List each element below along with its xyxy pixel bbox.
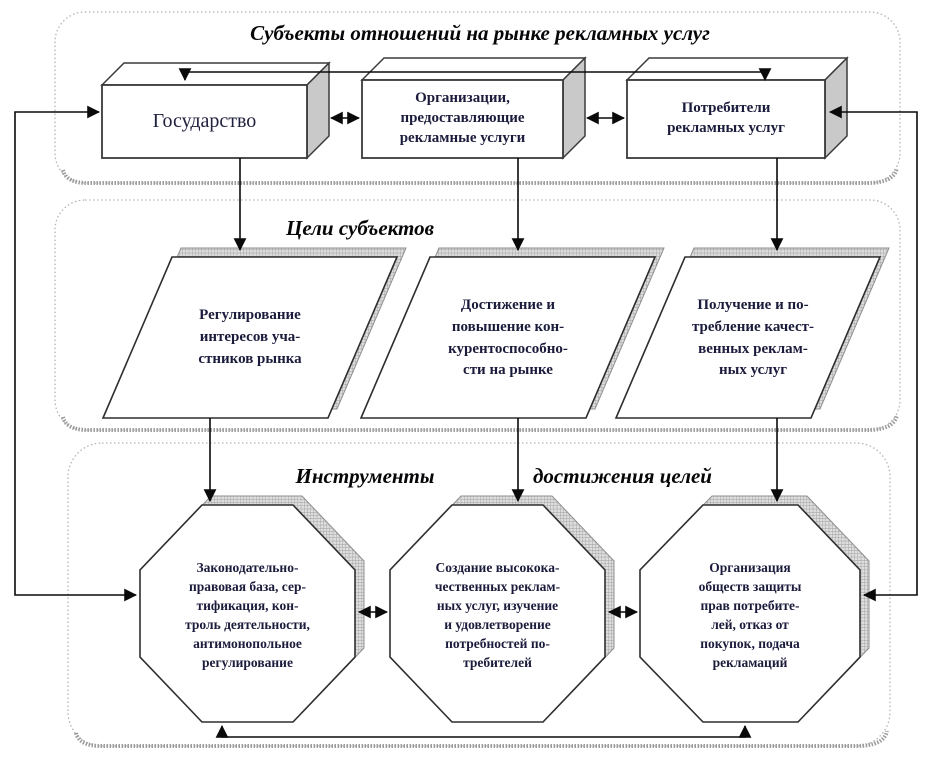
tool-consumer-protection-shape: [639, 495, 870, 723]
box-organizations-shape: [360, 56, 587, 160]
arrow-right-consumers-protection: [828, 105, 918, 602]
goal-consumption-shape: [614, 247, 890, 419]
goal-regulation-shape: [101, 247, 407, 419]
goal-competitiveness-shape: [359, 247, 665, 419]
arrow-bottom-tool1-tool3: [215, 724, 752, 738]
arrow-left-state-legislation: [14, 105, 138, 602]
section-subjects-frame: [54, 11, 901, 185]
box-consumers-shape: [625, 56, 849, 160]
tool-legislation-shape: [139, 495, 365, 723]
arrow-top-state-consumers: [178, 68, 772, 82]
section-goals-frame: [54, 199, 901, 432]
box-state-shape: [100, 61, 331, 160]
tool-quality-services-shape: [389, 495, 615, 723]
